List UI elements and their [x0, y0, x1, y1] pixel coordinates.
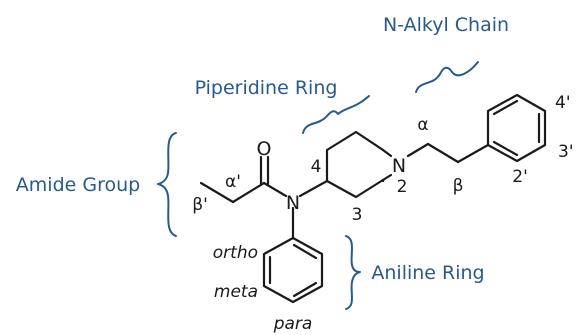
atom-labels: O N N — [257, 138, 407, 214]
label-beta: β — [453, 176, 464, 196]
alkyl-chain-label: N-Alkyl Chain — [383, 14, 509, 36]
phenyl-ring-bonds — [486, 93, 547, 163]
label-beta-prime: β' — [192, 195, 208, 215]
alkyl-chain-brace — [415, 61, 479, 93]
bond-cbeta-to-phenyl — [456, 143, 490, 164]
bond-ethyl-terminal — [199, 181, 235, 204]
bond-npip-to-calpha — [406, 142, 430, 158]
piperidine-ring-bonds — [325, 130, 385, 199]
region-braces — [157, 61, 479, 310]
bond-n-to-c4 — [298, 179, 329, 198]
aniline-ring-brace — [345, 235, 361, 310]
piperidine-ring-label: Piperidine Ring — [195, 77, 338, 99]
label-para: para — [273, 314, 313, 334]
oxygen-atom: O — [257, 138, 272, 160]
label-phenyl-3p: 3' — [558, 142, 574, 162]
label-phenyl-4p: 4' — [555, 93, 571, 113]
bond-ethyl-to-carbonyl — [231, 181, 266, 204]
bond-carbonyl-to-n — [262, 181, 288, 198]
aniline-inner-bond-1 — [292, 243, 318, 260]
label-pip-4: 4 — [311, 157, 322, 177]
aniline-ring-bonds — [262, 236, 324, 304]
label-meta: meta — [214, 282, 258, 302]
position-labels: α β α' β' 4 3 2 2' 3' 4' ortho meta para — [192, 93, 573, 334]
piperidine-nitrogen-atom: N — [392, 155, 406, 177]
label-phenyl-2p: 2' — [512, 167, 528, 187]
label-pip-2: 2 — [397, 177, 408, 197]
label-ortho: ortho — [213, 243, 258, 263]
phenyl-inner-bond-3 — [492, 140, 519, 157]
amide-group-label: Amide Group — [16, 174, 140, 196]
piperidine-ring-brace — [302, 95, 370, 134]
amide-nitrogen-atom: N — [286, 192, 300, 214]
molecule-bonds — [199, 93, 547, 304]
aniline-inner-bond-2 — [292, 281, 318, 298]
bond-calpha-to-cbeta — [426, 142, 460, 164]
phenyl-inner-bond-1 — [492, 99, 519, 116]
bond-c2-to-npip — [381, 173, 393, 182]
label-alpha: α — [417, 115, 428, 135]
label-pip-3: 3 — [352, 205, 363, 225]
label-alpha-prime: α' — [225, 172, 241, 192]
region-labels: N-Alkyl Chain Piperidine Ring Amide Grou… — [16, 14, 509, 284]
aniline-ring-label: Aniline Ring — [371, 262, 484, 284]
bond-c6-to-npip — [381, 148, 393, 158]
amide-group-brace — [157, 132, 177, 237]
